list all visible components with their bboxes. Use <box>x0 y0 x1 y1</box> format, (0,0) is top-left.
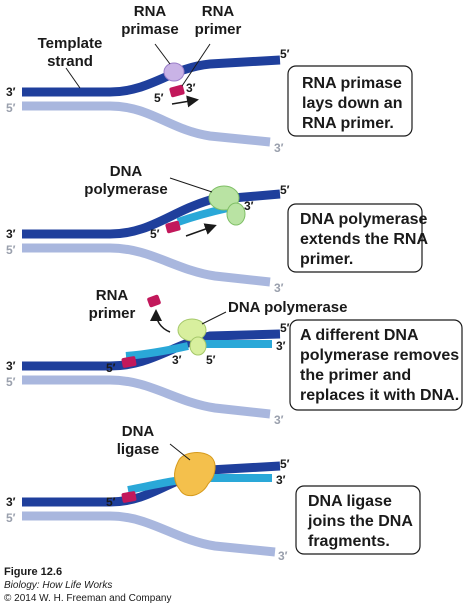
caption-4-line-1: DNA ligase <box>308 493 392 510</box>
end-bottom-right: 3′ <box>274 141 284 155</box>
label-polymerase-1: DNA <box>110 163 143 180</box>
rna-primer-old <box>121 356 137 368</box>
primase-leader <box>154 43 171 65</box>
end-new-left: 5′ <box>106 361 116 375</box>
panel-1: RNA primase RNA primer Template strand 5… <box>6 3 413 155</box>
rna-primase <box>163 62 185 82</box>
end-top-right: 5′ <box>280 47 290 61</box>
end-top-left: 3′ <box>6 85 16 99</box>
caption-3-line-3: the primer and <box>300 367 411 384</box>
end-top-right: 5′ <box>280 321 290 335</box>
template-leader <box>65 67 81 89</box>
caption-3-line-4: replaces it with DNA. <box>300 387 459 404</box>
end-top-right: 5′ <box>280 457 290 471</box>
end-bottom-right: 3′ <box>274 413 284 427</box>
lower-strand <box>22 243 271 287</box>
end-primer-left: 5′ <box>154 91 164 105</box>
dna-polymerase-lobe <box>226 202 246 226</box>
end-new-right: 3′ <box>244 199 254 213</box>
copyright: © 2014 W. H. Freeman and Company <box>4 593 171 604</box>
caption-1-line-3: RNA primer. <box>302 115 394 132</box>
panel-2: DNA polymerase 5′ 3′ 5′ 3′ 3′ 5′ DNA pol… <box>6 163 428 295</box>
template-strand <box>22 55 281 97</box>
caption-box-1 <box>287 65 413 137</box>
removal-arrow <box>150 309 171 333</box>
caption-1-line-2: lays down an <box>302 95 402 112</box>
caption-box-2 <box>287 203 423 273</box>
polymerase-leader <box>169 177 213 193</box>
polymerase-leader <box>201 311 227 325</box>
end-primer-right: 3′ <box>186 81 196 95</box>
end-top-left: 3′ <box>6 227 16 241</box>
rna-primer <box>165 220 181 234</box>
direction-arrow <box>185 223 217 237</box>
direction-arrow <box>171 95 199 108</box>
end-bottom-left: 5′ <box>6 243 16 257</box>
rna-primer-remnant <box>121 491 137 503</box>
end-new-far-right: 3′ <box>276 339 286 353</box>
caption-4-line-3: fragments. <box>308 533 390 550</box>
template-strand <box>22 189 281 239</box>
end-bottom-right: 3′ <box>274 281 284 295</box>
label-template-2: strand <box>47 53 93 70</box>
caption-box-3 <box>289 319 463 411</box>
caption-2-line-2: extends the RNA <box>300 231 428 248</box>
new-dna-strand-left <box>125 342 189 360</box>
end-top-right: 5′ <box>280 183 290 197</box>
lower-strand <box>22 101 271 147</box>
caption-2-line-1: DNA polymerase <box>300 211 428 228</box>
end-gap-right: 5′ <box>206 353 216 367</box>
figure-footer: Figure 12.6 Biology: How Life Works © 20… <box>4 566 171 604</box>
end-new-left: 5′ <box>150 227 160 241</box>
caption-1-line-1: RNA primase <box>302 75 402 92</box>
caption-box-4 <box>295 485 421 555</box>
end-bottom-left: 5′ <box>6 511 16 525</box>
caption-2-line-3: primer. <box>300 251 353 268</box>
label-rna-primase-2: primase <box>121 21 179 38</box>
book-title: Biology: How Life Works <box>4 580 112 591</box>
panel-4: DNA ligase 5′ 3′ 5′ 3′ 3′ 5′ DNA ligase … <box>6 423 421 563</box>
panel-3: RNA primer DNA polymerase 5′ 3′ 5′ 3′ 3′… <box>6 287 463 427</box>
label-primer-1: RNA <box>96 287 129 304</box>
label-rna-primer-2: primer <box>195 21 242 38</box>
caption-4-line-2: joins the DNA <box>307 513 413 530</box>
label-ligase-2: ligase <box>117 441 160 458</box>
caption-3-line-2: polymerase removes <box>300 347 459 364</box>
released-rna-primer <box>147 294 161 308</box>
end-bottom-left: 5′ <box>6 375 16 389</box>
lower-strand <box>22 375 271 419</box>
end-new-left: 5′ <box>106 495 116 509</box>
label-rna-primase-1: RNA <box>134 3 167 20</box>
end-gap-left: 3′ <box>172 353 182 367</box>
ligase-leader <box>169 443 191 461</box>
label-polymerase-2: polymerase <box>84 181 167 198</box>
end-top-left: 3′ <box>6 359 16 373</box>
label-ligase-1: DNA <box>122 423 155 440</box>
end-bottom-left: 5′ <box>6 101 16 115</box>
lower-strand <box>22 511 276 557</box>
end-new-right: 3′ <box>276 473 286 487</box>
end-top-left: 3′ <box>6 495 16 509</box>
label-template-1: Template <box>38 35 103 52</box>
label-polymerase: DNA polymerase <box>228 299 348 316</box>
label-primer-2: primer <box>89 305 136 322</box>
primer-leader <box>181 43 211 87</box>
label-rna-primer-1: RNA <box>202 3 235 20</box>
figure-number: Figure 12.6 <box>4 566 62 578</box>
rna-primer <box>169 84 185 98</box>
caption-3-line-1: A different DNA <box>300 327 419 344</box>
end-bottom-right: 3′ <box>278 549 288 563</box>
dna-polymerase-lobe <box>189 336 207 356</box>
dna-ligase <box>174 452 216 497</box>
